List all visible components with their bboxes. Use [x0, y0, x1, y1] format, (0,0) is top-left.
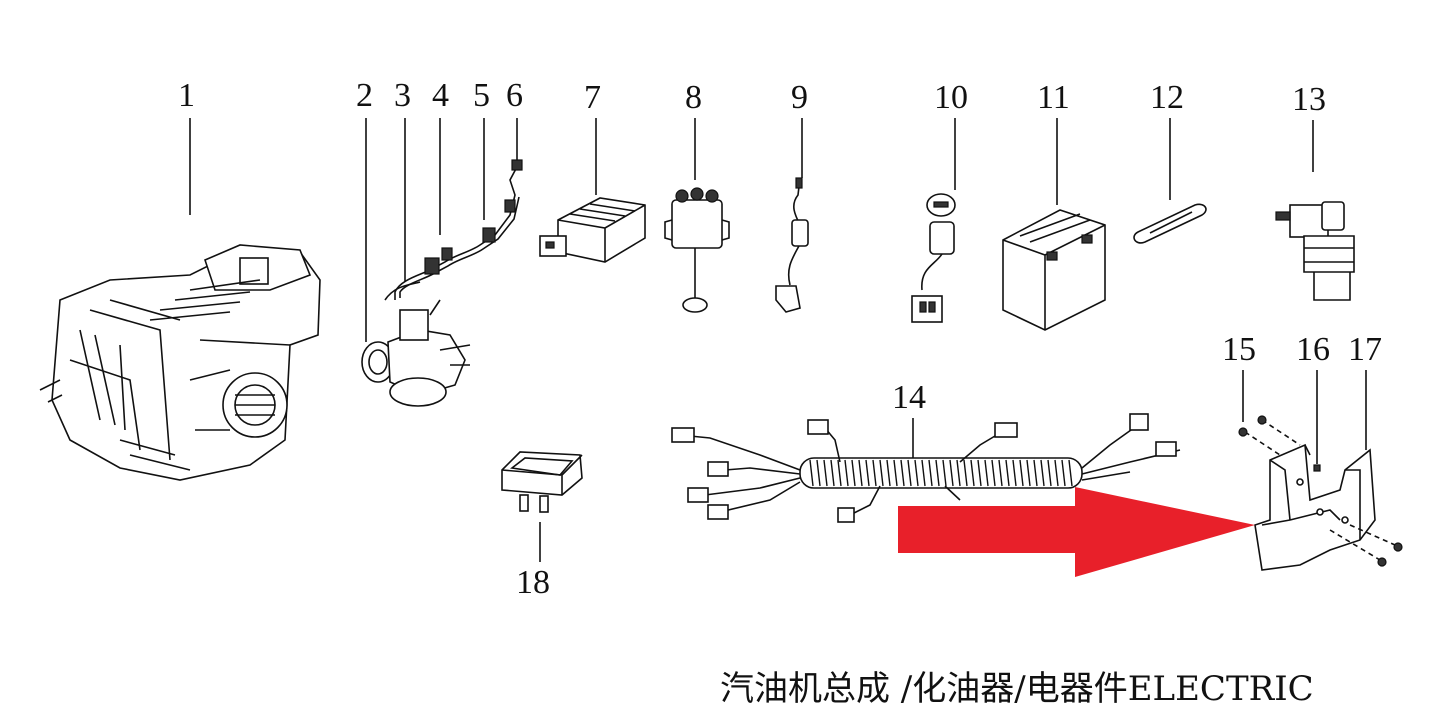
harness-coil-line — [1012, 459, 1017, 487]
harness-coil-line — [830, 459, 835, 487]
harness-coil-line — [844, 459, 849, 487]
arrow-right-icon — [898, 487, 1255, 577]
callout-5: 5 — [473, 77, 490, 114]
harness-coil-line — [984, 459, 989, 487]
callout-6: 6 — [506, 77, 523, 114]
mounting-bracket — [1238, 415, 1403, 571]
harness-coil-line — [1047, 459, 1052, 487]
harness-coil-line — [956, 459, 961, 487]
harness-coil-line — [865, 459, 870, 487]
callout-14: 14 — [892, 379, 926, 416]
callout-18: 18 — [516, 564, 550, 601]
battery-strap — [1133, 203, 1207, 244]
harness-coil-line — [1019, 459, 1024, 487]
harness-coil-line — [1026, 459, 1031, 487]
callout-9: 9 — [791, 79, 808, 116]
harness-coil-line — [998, 459, 1003, 487]
callout-15: 15 — [1222, 331, 1256, 368]
harness-coil-line — [942, 459, 947, 487]
harness-coil-line — [991, 459, 996, 487]
callout-2: 2 — [356, 77, 373, 114]
battery — [1002, 209, 1106, 331]
harness-coil-line — [816, 459, 821, 487]
harness-coil-line — [837, 459, 842, 487]
fuel-line-assembly — [394, 159, 523, 300]
callout-13: 13 — [1292, 81, 1326, 118]
harness-coil-line — [851, 459, 856, 487]
harness-coil-line — [1040, 459, 1045, 487]
harness-coil-line — [1005, 459, 1010, 487]
diagram-caption: 汽油机总成 /化油器/电器件ELECTRIC — [720, 669, 1314, 709]
harness-coil-line — [823, 459, 828, 487]
callout-7: 7 — [584, 79, 601, 116]
harness-coil-line — [963, 459, 968, 487]
harness-coil-line — [858, 459, 863, 487]
rocker-switch — [501, 451, 583, 513]
callout-12: 12 — [1150, 79, 1184, 116]
harness-coil-line — [1068, 459, 1073, 487]
harness-coil-line — [977, 459, 982, 487]
engine-assembly — [39, 244, 321, 481]
harness-coil-line — [1033, 459, 1038, 487]
harness-coil-line — [921, 459, 926, 487]
harness-coil-line — [886, 459, 891, 487]
harness-coil-line — [809, 459, 814, 487]
callout-1: 1 — [178, 77, 195, 114]
harness-coil-line — [928, 459, 933, 487]
harness-coil-line — [907, 459, 912, 487]
harness-coil-line — [914, 459, 919, 487]
callout-16: 16 — [1296, 331, 1330, 368]
callout-8: 8 — [685, 79, 702, 116]
callout-10: 10 — [934, 79, 968, 116]
callout-3: 3 — [394, 77, 411, 114]
callout-17: 17 — [1348, 331, 1382, 368]
flasher-relay — [1275, 201, 1355, 301]
harness-coil-line — [970, 459, 975, 487]
harness-coil-line — [900, 459, 905, 487]
harness-coil-line — [879, 459, 884, 487]
rectifier-regulator — [539, 197, 646, 263]
wiring-harness — [671, 413, 1181, 523]
harness-coil-line — [872, 459, 877, 487]
harness-coil-line — [893, 459, 898, 487]
harness-coil-line — [935, 459, 940, 487]
callout-4: 4 — [432, 77, 449, 114]
carburetor — [361, 281, 471, 407]
harness-coil-line — [1061, 459, 1066, 487]
harness-coil-line — [949, 459, 954, 487]
harness-coil-line — [1054, 459, 1059, 487]
harness-coil-pattern — [809, 459, 1073, 487]
callout-11: 11 — [1037, 79, 1070, 116]
starter-relay — [664, 187, 730, 313]
ignition-coil — [775, 177, 809, 313]
leader-lines — [189, 118, 1367, 562]
ignition-switch — [911, 193, 956, 323]
